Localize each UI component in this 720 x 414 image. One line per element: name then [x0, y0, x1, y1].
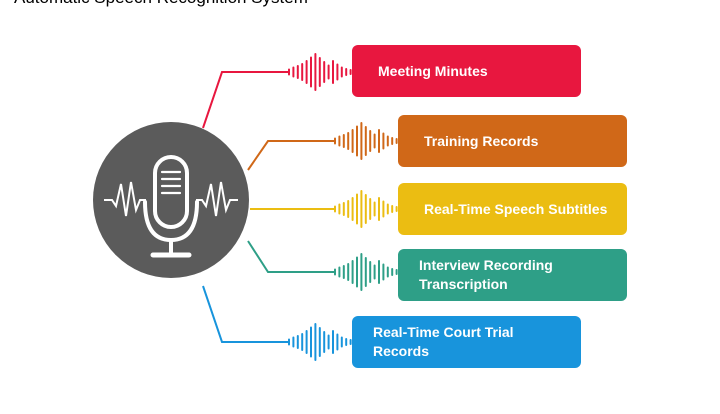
- item-box: Training Records: [398, 115, 627, 167]
- sound-wave-icon: [334, 122, 398, 160]
- connector-line: [202, 71, 288, 129]
- item-box: Real-Time Speech Subtitles: [398, 183, 627, 235]
- microphone-badge: [93, 122, 249, 278]
- sound-wave-icon: [334, 253, 398, 291]
- sound-wave-icon: [288, 53, 352, 91]
- item-label: Real-Time Court Trial Records: [373, 324, 514, 359]
- item-label: Training Records: [424, 132, 539, 149]
- item-label: Real-Time Speech Subtitles: [424, 200, 608, 217]
- item-label: Interview Recording Transcription: [419, 257, 553, 292]
- item-label: Meeting Minutes: [378, 62, 488, 79]
- microphone-icon: [143, 155, 199, 258]
- item-box: Interview Recording Transcription: [398, 249, 627, 301]
- connector-line: [202, 285, 288, 343]
- item-box: Real-Time Court Trial Records: [352, 316, 581, 368]
- connector-line: [247, 240, 334, 273]
- page-title: Automatic Speech Recognition System: [14, 0, 308, 8]
- item-box: Meeting Minutes: [352, 45, 581, 97]
- mic-circle: [93, 122, 249, 278]
- left-sound-wave-icon: [104, 181, 146, 217]
- connector-line: [247, 140, 334, 171]
- sound-wave-icon: [334, 190, 398, 228]
- sound-wave-icon: [288, 323, 352, 361]
- right-sound-wave-icon: [196, 181, 238, 217]
